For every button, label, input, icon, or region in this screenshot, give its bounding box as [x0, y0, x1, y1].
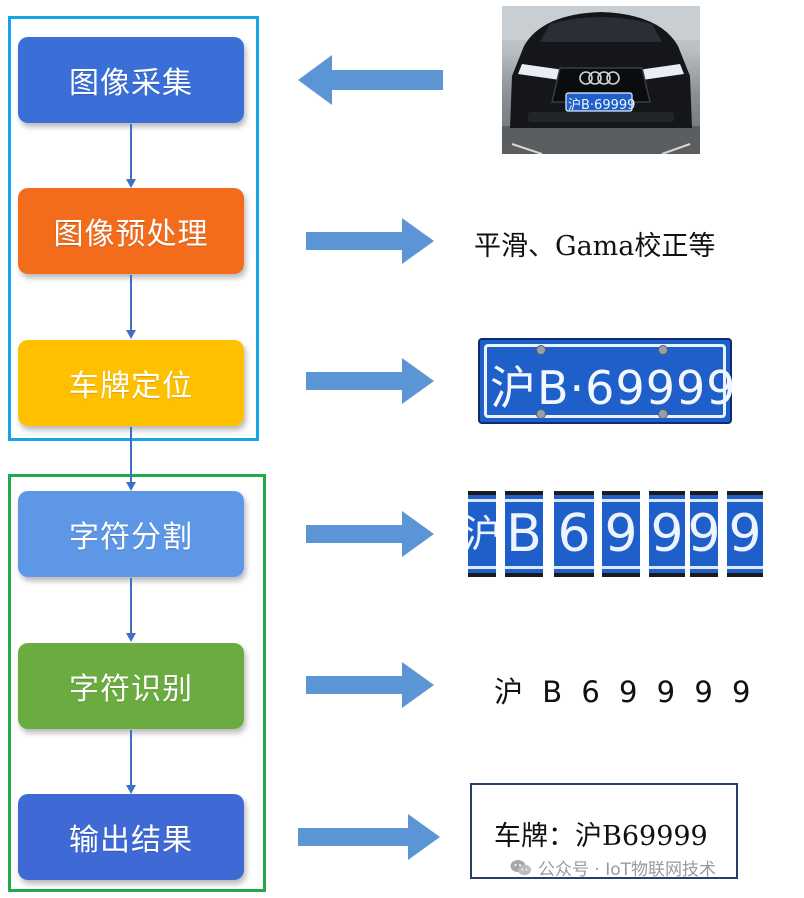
watermark-text: 公众号 · IoT物联网技术: [538, 860, 717, 880]
preprocess-description: 平滑、Gama校正等: [474, 231, 716, 262]
step-image-preprocessing: 图像预处理: [18, 188, 244, 274]
recognized-characters: 沪 B 6 9 9 9 9: [494, 675, 751, 709]
plate-rivet: [536, 409, 546, 419]
right-arrow-icon: [306, 511, 434, 557]
recognition-group-box: [8, 474, 266, 892]
step-label: 字符分割: [69, 520, 193, 555]
segment-char: 6: [554, 491, 594, 577]
step-label: 图像采集: [69, 66, 193, 101]
segment-char: 9: [727, 491, 763, 577]
segment-char: 9: [602, 491, 640, 577]
located-plate-text: 沪B·69999: [490, 361, 737, 415]
step-plate-location: 车牌定位: [18, 340, 244, 426]
connector-arrowhead: [126, 330, 136, 339]
right-arrow-icon: [298, 814, 440, 860]
segment-char: 沪: [468, 491, 496, 577]
step-label: 车牌定位: [69, 369, 193, 404]
plate-rivet: [658, 409, 668, 419]
right-arrow-icon: [306, 358, 434, 404]
left-arrow-icon: [298, 55, 443, 105]
right-arrow-icon: [306, 218, 434, 264]
step-output-result: 输出结果: [18, 794, 244, 880]
connector-line: [130, 730, 132, 786]
result-box: [470, 783, 738, 879]
connector-arrowhead: [126, 633, 136, 642]
connector-arrowhead: [126, 179, 136, 188]
connector-line: [130, 124, 132, 180]
step-label: 图像预处理: [53, 217, 209, 252]
step-character-segmentation: 字符分割: [18, 491, 244, 577]
step-label: 输出结果: [69, 823, 193, 858]
acquisition-group-box: [8, 16, 259, 441]
connector-line: [130, 427, 132, 483]
step-character-recognition: 字符识别: [18, 643, 244, 729]
connector-arrowhead: [126, 785, 136, 794]
car-illustration: [502, 6, 700, 154]
segment-char: 9: [649, 491, 685, 577]
result-text: 车牌：沪B69999: [494, 821, 708, 852]
step-label: 字符识别: [69, 672, 193, 707]
plate-rivet: [658, 345, 668, 355]
segment-char: 9: [690, 491, 718, 577]
car-plate-text: 沪B·69999: [568, 98, 636, 113]
step-image-acquisition: 图像采集: [18, 37, 244, 123]
right-arrow-icon: [306, 662, 434, 708]
plate-rivet: [536, 345, 546, 355]
car-photo: 沪B·69999: [502, 6, 700, 154]
wechat-icon: [510, 859, 531, 875]
watermark: 公众号 · IoT物联网技术: [510, 855, 716, 880]
connector-arrowhead: [126, 482, 136, 491]
plate-border: [484, 344, 726, 418]
located-plate-image: 沪B·69999: [478, 338, 736, 424]
segment-char: B: [505, 491, 543, 577]
connector-line: [130, 578, 132, 634]
connector-line: [130, 275, 132, 331]
